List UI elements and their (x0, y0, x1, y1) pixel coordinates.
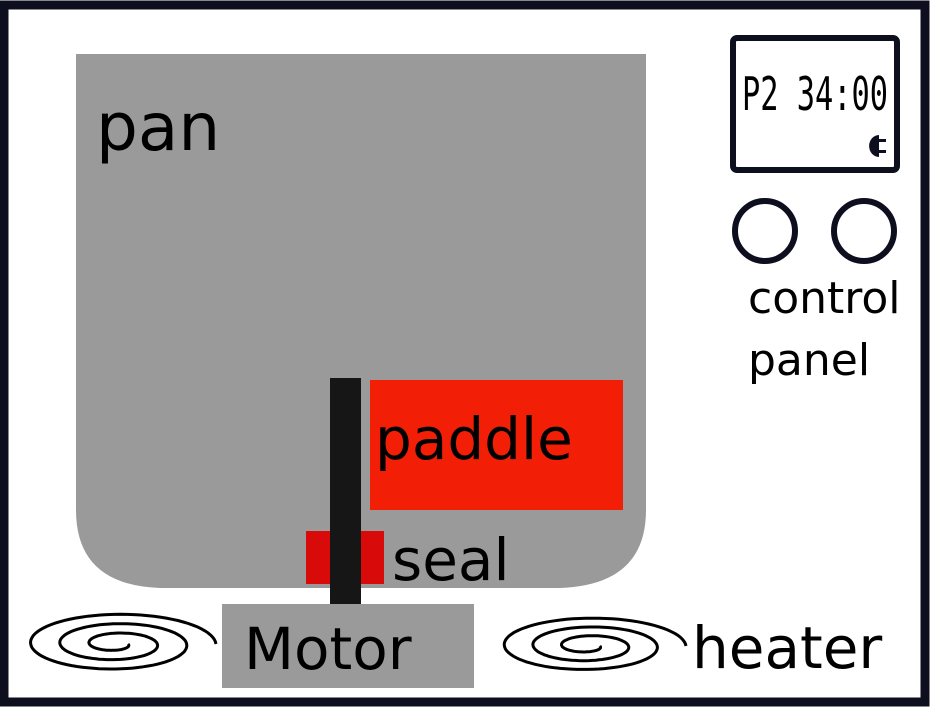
motor-label: Motor (244, 615, 412, 683)
seal-label: seal (392, 526, 510, 594)
control-panel-label-line1: control (748, 273, 901, 324)
plug-icon (869, 135, 886, 157)
display-screen (730, 35, 900, 173)
control-panel-label-line2: panel (748, 335, 870, 386)
control-panel: P2 34:00 control panel (730, 35, 901, 386)
paddle-label: paddle (375, 405, 573, 473)
heater-coil-right-icon (502, 616, 688, 671)
pan-label: pan (96, 89, 220, 166)
control-button-right[interactable] (831, 198, 897, 264)
drive-shaft (330, 378, 361, 604)
heater-label: heater (692, 614, 882, 682)
control-button-left[interactable] (732, 198, 798, 264)
heater-coil-left-icon (29, 612, 218, 671)
paddle (370, 380, 623, 510)
display-readout: P2 34:00 (742, 67, 888, 121)
motor (222, 604, 474, 688)
